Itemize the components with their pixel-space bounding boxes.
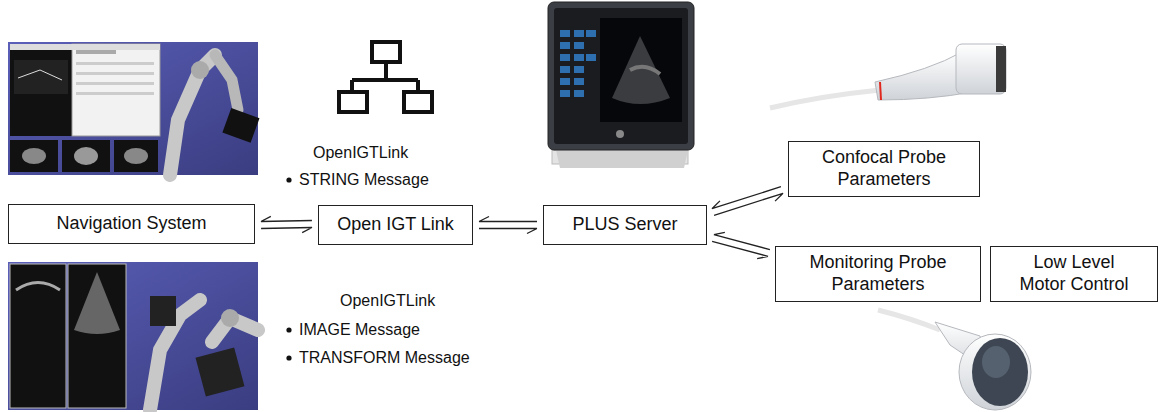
box-label: Open IGT Link [337, 214, 454, 236]
navigation-screenshot-top-part [72, 44, 160, 136]
ultrasound-machine-part-part [574, 42, 584, 49]
process-box: Confocal Probe Parameters [788, 141, 980, 197]
confocal-probe-part [956, 44, 1006, 94]
navigation-screenshot-bottom-part [68, 264, 126, 408]
bullet-dots [286, 177, 291, 360]
bidirectional-arrow [479, 217, 537, 234]
navigation-screenshot-top-part [10, 44, 72, 136]
confocal-probe [770, 44, 1006, 108]
navigation-screenshot-top-part [114, 140, 158, 172]
network-icon-part [339, 92, 367, 112]
process-box: Open IGT Link [318, 205, 473, 245]
bidirectional-arrow [712, 232, 770, 258]
ultrasound-machine-part-part [574, 30, 584, 37]
process-box: Monitoring Probe Parameters [775, 246, 981, 302]
navigation-screenshot-top-part [170, 55, 215, 175]
process-box: Navigation System [8, 204, 255, 244]
confocal-probe-part [770, 90, 880, 108]
box-label: Low Level Motor Control [1010, 252, 1138, 295]
network-icon [339, 42, 432, 112]
navigation-screenshot-bottom-part [221, 309, 239, 327]
navigation-screenshot-top-part [14, 60, 68, 94]
ultrasound-machine-part [554, 8, 688, 144]
ultrasound-machine-part [616, 130, 624, 138]
navigation-screenshot-top [8, 42, 259, 175]
box-label: Monitoring Probe Parameters [782, 252, 974, 295]
process-box: PLUS Server [543, 205, 707, 245]
network-icon-part [372, 42, 400, 62]
bullet-dots-part [286, 327, 291, 332]
message-label: STRING Message [299, 170, 429, 189]
ultrasound-machine [548, 2, 694, 168]
bullet-dots-part [286, 177, 291, 182]
ultrasound-machine-part [556, 150, 688, 168]
ultrasound-machine-part [560, 30, 596, 97]
monitoring-probe-part [982, 346, 1010, 378]
navigation-screenshot-top-part [76, 82, 154, 85]
message-label: TRANSFORM Message [299, 348, 470, 367]
navigation-screenshot-top-part [222, 108, 259, 143]
bidirectional-arrow [261, 216, 312, 232]
message-label: OpenIGTLink [313, 143, 408, 162]
navigation-screenshot-top-part [124, 148, 148, 164]
ultrasound-machine-part-part [560, 78, 570, 85]
navigation-screenshot-top-part [76, 72, 154, 75]
ultrasound-machine-part-part [560, 42, 570, 49]
navigation-screenshot-top-part [10, 44, 160, 50]
ultrasound-machine-part-part [574, 90, 584, 97]
ultrasound-machine-part-part [560, 90, 570, 97]
confocal-probe-part [996, 46, 1006, 92]
box-label: Navigation System [56, 213, 206, 235]
navigation-screenshot-bottom [8, 262, 258, 410]
bullet-dots-part [286, 355, 291, 360]
navigation-screenshot-top-part [76, 62, 154, 65]
navigation-screenshot-top-part [18, 70, 62, 80]
navigation-screenshot-top-part [74, 147, 98, 165]
box-label: Confocal Probe Parameters [795, 147, 973, 190]
network-icon-part [384, 62, 388, 80]
navigation-screenshot-top-part [191, 61, 209, 79]
ultrasound-machine-part-part [560, 66, 570, 73]
network-icon-part [352, 78, 418, 82]
ultrasound-machine-part [630, 67, 660, 74]
message-label: IMAGE Message [299, 320, 420, 339]
navigation-screenshot-top-part [76, 50, 116, 54]
message-label: OpenIGTLink [340, 291, 435, 310]
ultrasound-machine-part-part [574, 54, 584, 61]
ultrasound-machine-part-part [574, 78, 584, 85]
navigation-screenshot-top-part [8, 42, 258, 175]
navigation-screenshot-bottom-part [74, 272, 120, 334]
confocal-probe-part [880, 82, 881, 100]
navigation-screenshot-bottom-part [150, 296, 176, 326]
ultrasound-machine-part [600, 18, 682, 122]
ultrasound-machine-part-part [560, 54, 570, 61]
network-icon-part [404, 92, 432, 112]
box-label: PLUS Server [572, 214, 677, 236]
ultrasound-machine-part-part [574, 66, 584, 73]
ultrasound-machine-part-part [560, 30, 570, 37]
monitoring-probe-part [959, 334, 1031, 410]
navigation-screenshot-bottom-part [16, 283, 60, 291]
ultrasound-machine-part-part [586, 30, 596, 37]
navigation-screenshot-top-part [62, 140, 110, 172]
navigation-screenshot-top-part [10, 140, 58, 172]
navigation-screenshot-bottom-part [196, 348, 245, 397]
monitoring-probe-part [878, 310, 940, 330]
ultrasound-machine-part [612, 36, 670, 104]
process-box: Low Level Motor Control [990, 246, 1158, 302]
navigation-screenshot-bottom-part [10, 264, 66, 408]
navigation-screenshot-top-part [76, 92, 154, 95]
navigation-screenshot-top-part [22, 148, 46, 164]
ultrasound-machine-part-part [586, 54, 596, 61]
monitoring-probe-part [972, 338, 1028, 406]
ultrasound-machine-part [548, 2, 694, 150]
navigation-screenshot-bottom-part [8, 262, 258, 410]
navigation-screenshot-top-part [215, 55, 238, 110]
monitoring-probe [878, 310, 1031, 410]
bidirectional-arrow [712, 187, 783, 216]
